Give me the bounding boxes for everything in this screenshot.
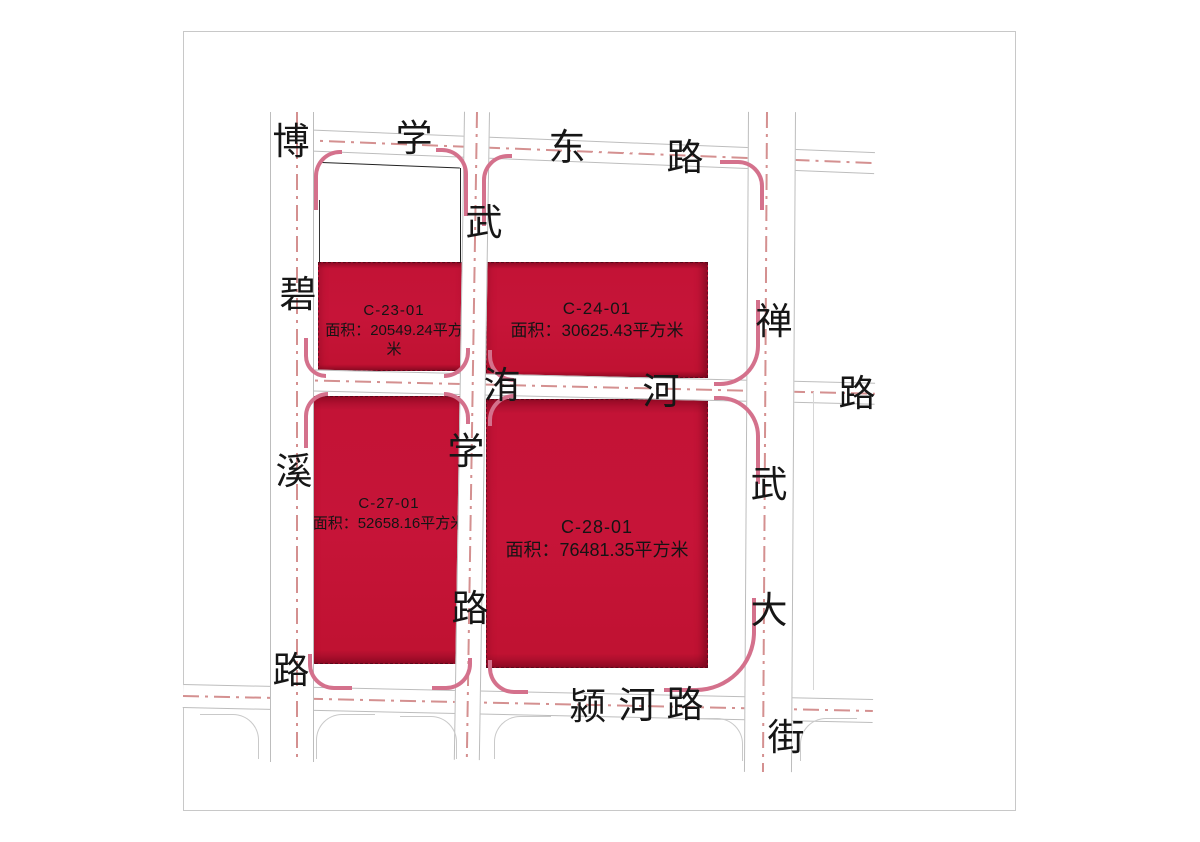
road-name-char: 博 (272, 121, 310, 162)
corner-marker (308, 654, 352, 690)
parcel-c27-01: C-27-01 面积：52658.16平方米 (310, 396, 468, 664)
parcel-label: C-28-01 面积：76481.35平方米 (487, 516, 707, 563)
corner-marker (488, 394, 514, 426)
block-corner (686, 718, 743, 761)
road-name-char: 路 (666, 137, 704, 178)
parcel-code: C-24-01 (562, 299, 632, 318)
block-boundary-west (319, 200, 320, 262)
road-name-char: 禅 (755, 301, 793, 342)
road-name-char: 路 (451, 588, 489, 629)
block-corner (800, 718, 857, 761)
parcel-area: 面积：30625.43平方米 (510, 321, 684, 341)
corner-marker (304, 392, 328, 448)
block-corner (400, 716, 457, 759)
road-name-char: 东 (548, 127, 586, 168)
corner-marker (488, 660, 528, 694)
block-corner (316, 714, 375, 759)
road-name-char: 路 (272, 650, 310, 691)
road-name-char: 武 (465, 202, 503, 243)
road-name-char: 颍 (569, 686, 607, 727)
road-name-char: 河 (642, 371, 680, 412)
corner-marker (720, 160, 764, 210)
parcel-label: C-24-01 面积：30625.43平方米 (487, 298, 707, 342)
road-name-char: 河 (618, 685, 656, 726)
corner-marker (436, 148, 468, 216)
parcel-area: 面积：20549.24平方米 (325, 321, 463, 359)
road-name-char: 洧 (483, 365, 521, 406)
corner-marker (664, 598, 756, 692)
corner-marker (432, 658, 472, 690)
road-name-char: 溪 (275, 451, 313, 492)
road-name-char: 学 (395, 118, 433, 159)
parcel-area: 面积：52658.16平方米 (312, 514, 466, 532)
parcel-c24-01: C-24-01 面积：30625.43平方米 (486, 262, 708, 378)
road-name-char: 大 (750, 590, 788, 631)
road-centerline (761, 111, 769, 772)
block-corner (200, 714, 259, 759)
road-name-char: 路 (838, 373, 876, 414)
road-name-char: 武 (750, 464, 788, 505)
block-edge-east-of-avenue (813, 392, 814, 690)
road-name-char: 街 (767, 717, 805, 758)
corner-marker (482, 154, 512, 226)
road-name-char: 学 (447, 431, 485, 472)
parcel-label: C-27-01 面积：52658.16平方米 (311, 494, 467, 533)
parcel-code: C-28-01 (560, 517, 634, 537)
parcel-c23-01: C-23-01 面积：20549.24平方米 (318, 262, 470, 371)
parcel-code: C-23-01 (363, 302, 425, 319)
road-name-char: 路 (666, 684, 704, 725)
block-corner (494, 716, 551, 759)
parcel-label: C-23-01 面积：20549.24平方米 (319, 301, 469, 360)
parcel-code: C-27-01 (358, 495, 420, 512)
road-centerline (296, 112, 298, 762)
parcel-area: 面积：76481.35平方米 (505, 540, 689, 561)
corner-marker (314, 150, 342, 210)
road-name-char: 碧 (279, 274, 317, 315)
